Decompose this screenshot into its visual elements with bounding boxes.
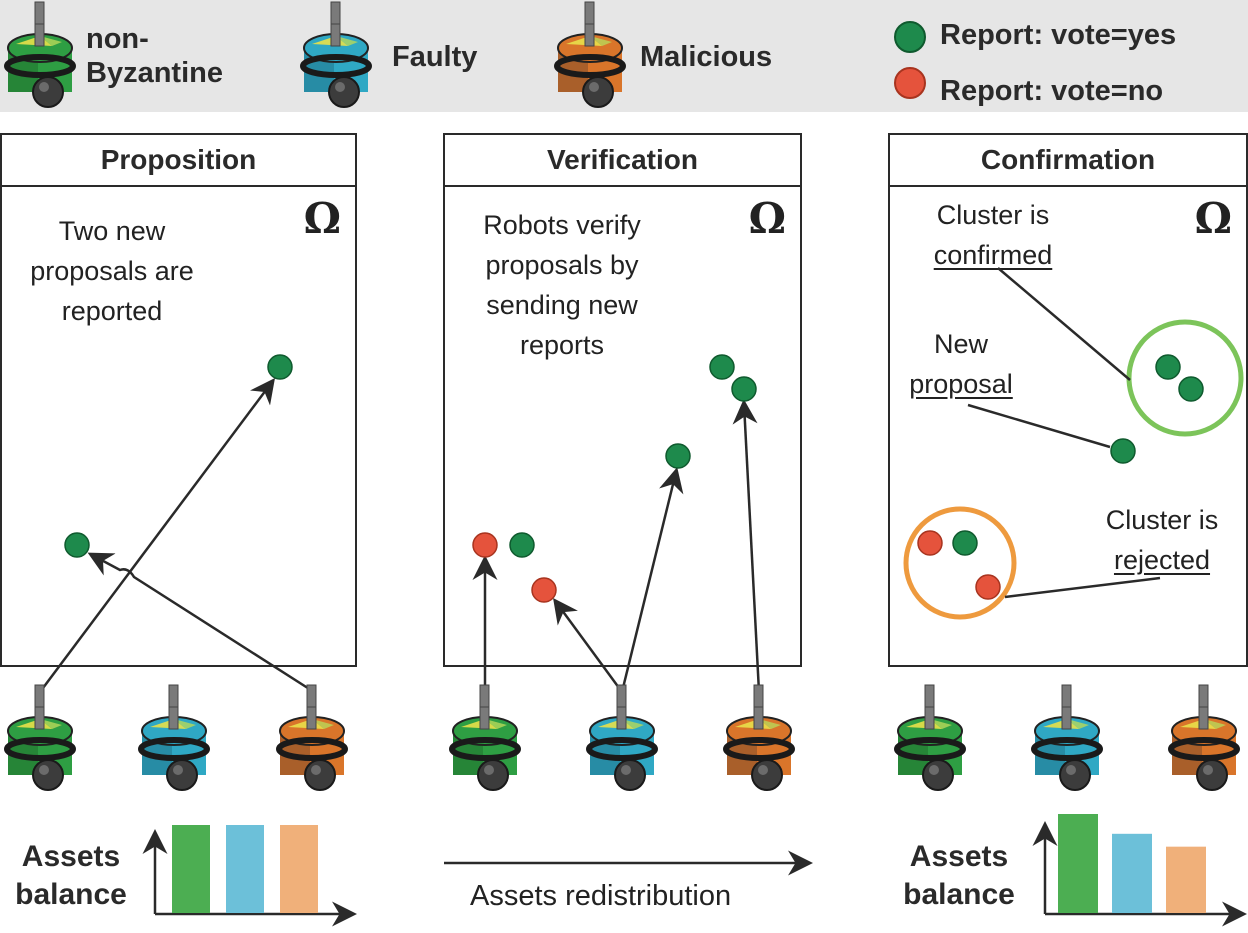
assets-balance-label-left: Assets balance	[10, 838, 132, 914]
assets-bar-non-byzantine	[172, 825, 210, 913]
leader-line	[1004, 576, 1161, 599]
description-line: Two new	[58, 216, 166, 246]
robot-icon-faulty-legend	[300, 1, 372, 108]
annotation-line: New	[933, 329, 988, 359]
robot-icon-non-byzantine	[894, 684, 966, 791]
assets-bar-malicious	[280, 825, 318, 913]
legend-label-malicious: Malicious	[640, 41, 773, 73]
legend-label-non-byzantine: non- Byzantine	[86, 22, 223, 90]
proposal-arrow	[87, 552, 315, 694]
annotation-cluster-confirmed: Cluster is confirmed	[918, 195, 1068, 275]
omega-symbol: Ω	[303, 194, 341, 243]
report-yes-dot	[1178, 376, 1204, 402]
panel-title-proposition: Proposition	[2, 135, 355, 187]
legend-label-faulty: Faulty	[392, 41, 478, 73]
robot-icon-malicious	[723, 684, 795, 791]
robot-icon-non-byzantine-legend	[4, 1, 76, 108]
description-line: proposals are	[30, 256, 194, 286]
robot-icon-faulty	[138, 684, 210, 791]
assets-bars-after	[1058, 814, 1206, 913]
description-line: proposals by	[485, 250, 639, 280]
verification-arrow	[732, 399, 761, 693]
report-yes-dot	[665, 443, 691, 469]
verification-arrow	[620, 467, 684, 693]
verification-description: Robots verify proposals by sending new r…	[457, 205, 667, 365]
legend-label-line2: Byzantine	[86, 57, 223, 89]
robot-icon-non-byzantine	[449, 684, 521, 791]
verification-panel: Verification Ω Robots verify proposals b…	[443, 133, 802, 667]
robot-icon-malicious	[1168, 684, 1240, 791]
annotation-line: Cluster is	[1105, 505, 1219, 535]
legend-no-dot	[894, 67, 926, 99]
leader-line	[967, 403, 1111, 449]
assets-label-line: balance	[903, 878, 1015, 911]
annotation-underlined: proposal	[909, 369, 1013, 399]
description-line: sending new	[486, 290, 638, 320]
legend-report-no: Report: vote=no	[940, 75, 1164, 107]
report-yes-dot	[731, 376, 757, 402]
report-yes-dot	[1110, 438, 1136, 464]
description-line: reports	[519, 330, 605, 360]
verification-arrow	[553, 597, 624, 693]
report-yes-dot	[1155, 354, 1181, 380]
robot-icon-malicious	[276, 684, 348, 791]
annotation-new-proposal: New proposal	[896, 324, 1026, 404]
rejected-cluster-ring	[903, 506, 1017, 620]
assets-label-line: balance	[15, 878, 127, 911]
assets-bars-before	[172, 825, 318, 913]
assets-label-line: Assets	[909, 840, 1009, 873]
robot-icon-non-byzantine	[4, 684, 76, 791]
leader-line	[997, 267, 1131, 381]
annotation-line: Cluster is	[936, 200, 1050, 230]
robot-icon-malicious-legend	[554, 1, 626, 108]
proposition-description: Two new proposals are reported	[12, 211, 212, 331]
assets-balance-label-right: Assets balance	[898, 838, 1020, 914]
legend-dots	[894, 21, 926, 99]
omega-symbol: Ω	[1194, 194, 1232, 243]
assets-redistribution-label: Assets redistribution	[470, 880, 732, 912]
legend-bar	[0, 0, 1248, 112]
report-yes-dot	[709, 354, 735, 380]
report-no-dot	[531, 577, 557, 603]
annotation-underlined: rejected	[1113, 545, 1211, 575]
report-yes-dot	[952, 530, 978, 556]
proposition-panel: Proposition Ω Two new proposals are repo…	[0, 133, 357, 667]
report-no-dot	[917, 530, 943, 556]
assets-label-line: Assets	[21, 840, 121, 873]
report-yes-dot	[509, 532, 535, 558]
robot-icon-faulty	[1031, 684, 1103, 791]
annotation-cluster-rejected: Cluster is rejected	[1088, 500, 1236, 580]
description-line: reported	[61, 296, 163, 326]
description-line: Robots verify	[483, 210, 641, 240]
report-yes-dot	[267, 354, 293, 380]
assets-bar-non-byzantine	[1058, 814, 1098, 913]
assets-bar-faulty	[1112, 833, 1152, 913]
assets-bar-faulty	[226, 825, 264, 913]
report-no-dot	[472, 532, 498, 558]
report-yes-dot	[64, 532, 90, 558]
omega-symbol: Ω	[748, 194, 786, 243]
robot-icon-faulty	[586, 684, 658, 791]
proposal-arrow	[38, 377, 275, 693]
panel-title-confirmation: Confirmation	[890, 135, 1246, 187]
legend-label-line1: non-	[86, 23, 149, 55]
annotation-underlined: confirmed	[933, 240, 1053, 270]
assets-bar-malicious	[1166, 846, 1206, 913]
panel-title-verification: Verification	[445, 135, 800, 187]
report-no-dot	[975, 574, 1001, 600]
legend-report-yes: Report: vote=yes	[940, 19, 1177, 51]
legend-yes-dot	[894, 21, 926, 53]
